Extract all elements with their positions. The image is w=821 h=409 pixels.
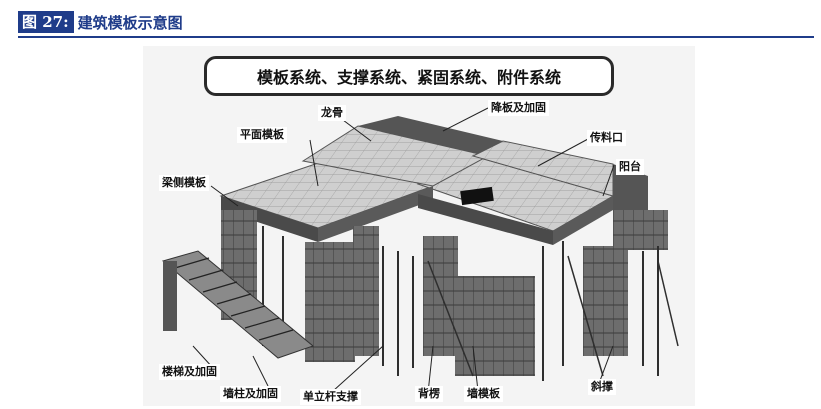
figure-title: 建筑模板示意图 bbox=[77, 13, 183, 32]
label-wall-formwork: 墙模板 bbox=[464, 386, 503, 402]
figure-number: 图 27: bbox=[18, 11, 74, 33]
systems-banner: 模板系统、支撑系统、紧固系统、附件系统 bbox=[204, 56, 614, 96]
label-flat-formwork: 平面模板 bbox=[237, 127, 287, 143]
deck-edges bbox=[221, 164, 648, 245]
deck-back bbox=[301, 116, 614, 197]
label-keel: 龙骨 bbox=[318, 105, 346, 121]
label-balcony: 阳台 bbox=[616, 159, 644, 175]
transfer-opening bbox=[460, 186, 494, 206]
diagram-image: 模板系统、支撑系统、紧固系统、附件系统 龙骨 降板及加固 平面模板 传料口 阳台… bbox=[143, 46, 695, 406]
label-wall-column: 墙柱及加固 bbox=[220, 386, 281, 402]
label-diagonal-brace: 斜撑 bbox=[588, 379, 616, 395]
formwork-illustration bbox=[161, 107, 679, 394]
label-single-pole: 单立杆支撑 bbox=[300, 389, 361, 405]
support-poles bbox=[262, 226, 659, 381]
leader-lines bbox=[192, 107, 615, 394]
label-back-ridge: 背楞 bbox=[415, 386, 443, 402]
caption-rule bbox=[18, 36, 814, 38]
label-transfer-opening: 传料口 bbox=[587, 130, 626, 146]
label-stairs: 楼梯及加固 bbox=[159, 364, 220, 380]
diagonal-braces bbox=[427, 255, 679, 377]
balcony-formwork bbox=[583, 210, 668, 356]
stairs-formwork bbox=[161, 250, 315, 359]
label-beam-side-formwork: 梁侧模板 bbox=[159, 175, 209, 191]
figure-caption: 图 27: 建筑模板示意图 bbox=[18, 11, 183, 33]
center-wall-formwork bbox=[423, 236, 535, 376]
label-lowered-slab: 降板及加固 bbox=[488, 100, 549, 116]
